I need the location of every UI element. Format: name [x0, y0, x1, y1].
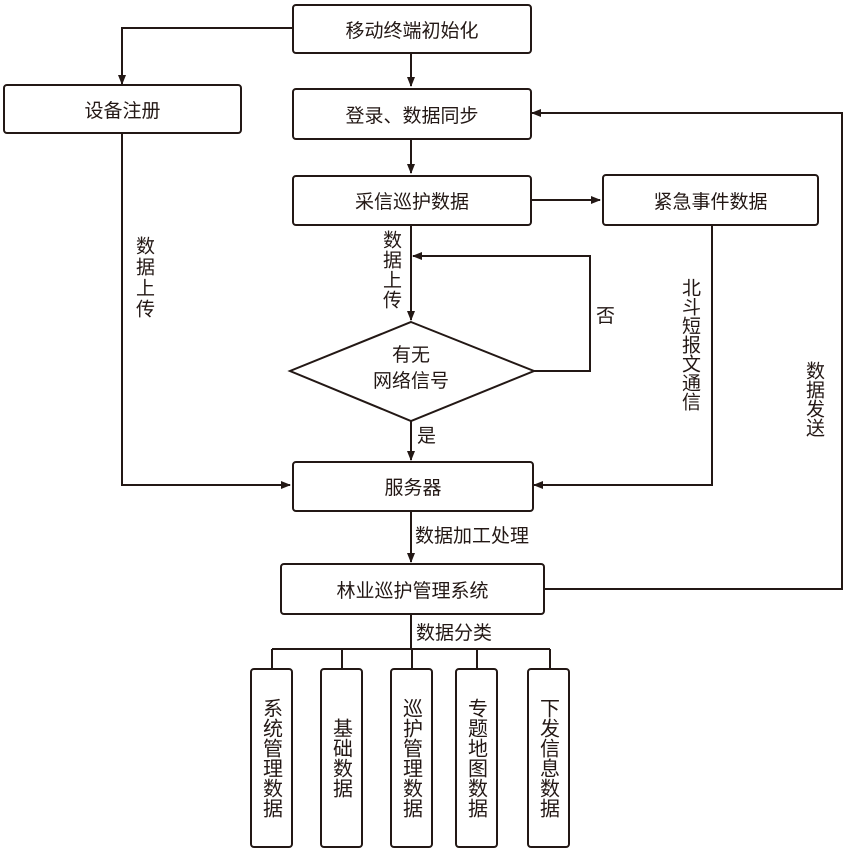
node-collect: 采信巡护数据 — [292, 175, 532, 226]
label-send: 数据发送 — [803, 361, 825, 437]
category-label: 专题地图数据 — [464, 698, 489, 818]
edge-init-register — [118, 27, 292, 85]
node-system: 林业巡护管理系统 — [280, 563, 545, 615]
label-register-upload: 数据上传 — [133, 236, 155, 320]
label-beidou: 北斗短报文通信 — [679, 278, 701, 411]
node-emergency-label: 紧急事件数据 — [653, 190, 768, 213]
node-init: 移动终端初始化 — [292, 4, 532, 54]
label-classify: 数据分类 — [416, 622, 493, 644]
node-server: 服务器 — [292, 461, 534, 512]
category-patrol-data: 巡护管理数据 — [390, 668, 433, 848]
node-init-label: 移动终端初始化 — [345, 19, 479, 42]
category-map-data: 专题地图数据 — [455, 668, 498, 848]
edge-decision-no-loop — [412, 252, 591, 372]
node-system-label: 林业巡护管理系统 — [336, 579, 489, 602]
label-yes: 是 — [417, 425, 437, 447]
node-emergency: 紧急事件数据 — [602, 174, 819, 226]
node-register-label: 设备注册 — [84, 99, 161, 122]
category-issued-data: 下发信息数据 — [527, 668, 570, 848]
node-register: 设备注册 — [3, 84, 242, 134]
decision-label-line2: 网络信号 — [372, 370, 449, 392]
node-login: 登录、数据同步 — [292, 88, 532, 140]
category-label: 基础数据 — [329, 718, 354, 798]
edge-system-login — [531, 109, 843, 590]
decision-diamond — [287, 320, 537, 423]
label-processing: 数据加工处理 — [415, 525, 530, 547]
category-basic-data: 基础数据 — [320, 668, 363, 848]
decision-label-line1: 有无 — [391, 344, 430, 366]
category-label: 系统管理数据 — [259, 698, 284, 818]
label-collect-upload: 数据上传 — [380, 230, 402, 310]
edge-emergency-server — [533, 226, 713, 489]
category-label: 巡护管理数据 — [399, 698, 424, 818]
node-server-label: 服务器 — [384, 477, 442, 499]
node-login-label: 登录、数据同步 — [345, 104, 479, 127]
decision-label: 有无 网络信号 — [330, 342, 492, 394]
category-label: 下发信息数据 — [536, 698, 561, 818]
label-no: 否 — [596, 305, 616, 327]
node-collect-label: 采信巡护数据 — [354, 191, 469, 213]
category-system-data: 系统管理数据 — [250, 668, 293, 848]
edge-register-server — [121, 134, 291, 489]
